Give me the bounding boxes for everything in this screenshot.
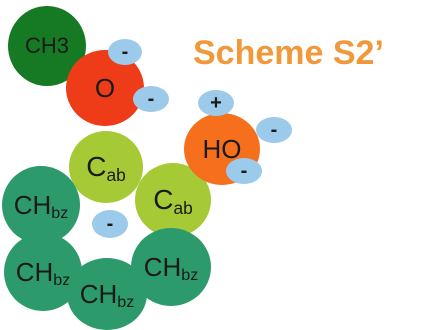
atom-ch3: CH3 — [8, 6, 86, 86]
atom-chbz-4-subscript: bz — [181, 266, 199, 284]
atom-chbz-1-label: CH — [13, 189, 52, 220]
atom-ch3-label: CH3 — [24, 33, 69, 58]
atom-cab-1-label: C — [86, 151, 107, 182]
atom-chbz-3-subscript: bz — [117, 293, 135, 311]
charge-minus-ring: - — [92, 210, 128, 238]
atom-chbz-2-subscript: bz — [53, 271, 71, 289]
charge-minus-hydroxyl-bottom: - — [226, 158, 262, 184]
atom-chbz-4-label: CH — [143, 251, 182, 282]
atom-oxygen-label: O — [94, 72, 116, 103]
atom-chbz-3-label: CH — [79, 278, 118, 309]
charge-minus-hydroxyl-right: - — [256, 117, 292, 143]
scheme-title: Scheme S2’ — [193, 34, 384, 72]
atom-cab-2-subscript: ab — [173, 197, 193, 218]
charge-plus-hydroxyl: + — [198, 90, 234, 116]
atom-chbz-2-label: CH — [15, 256, 54, 287]
charge-minus-oxygen-bottom: - — [133, 86, 169, 112]
atom-chbz-1-subscript: bz — [51, 204, 69, 222]
atom-cab-1-subscript: ab — [106, 164, 126, 185]
atom-cab-2-label: C — [153, 184, 174, 215]
charge-minus-oxygen-top: - — [108, 39, 142, 65]
